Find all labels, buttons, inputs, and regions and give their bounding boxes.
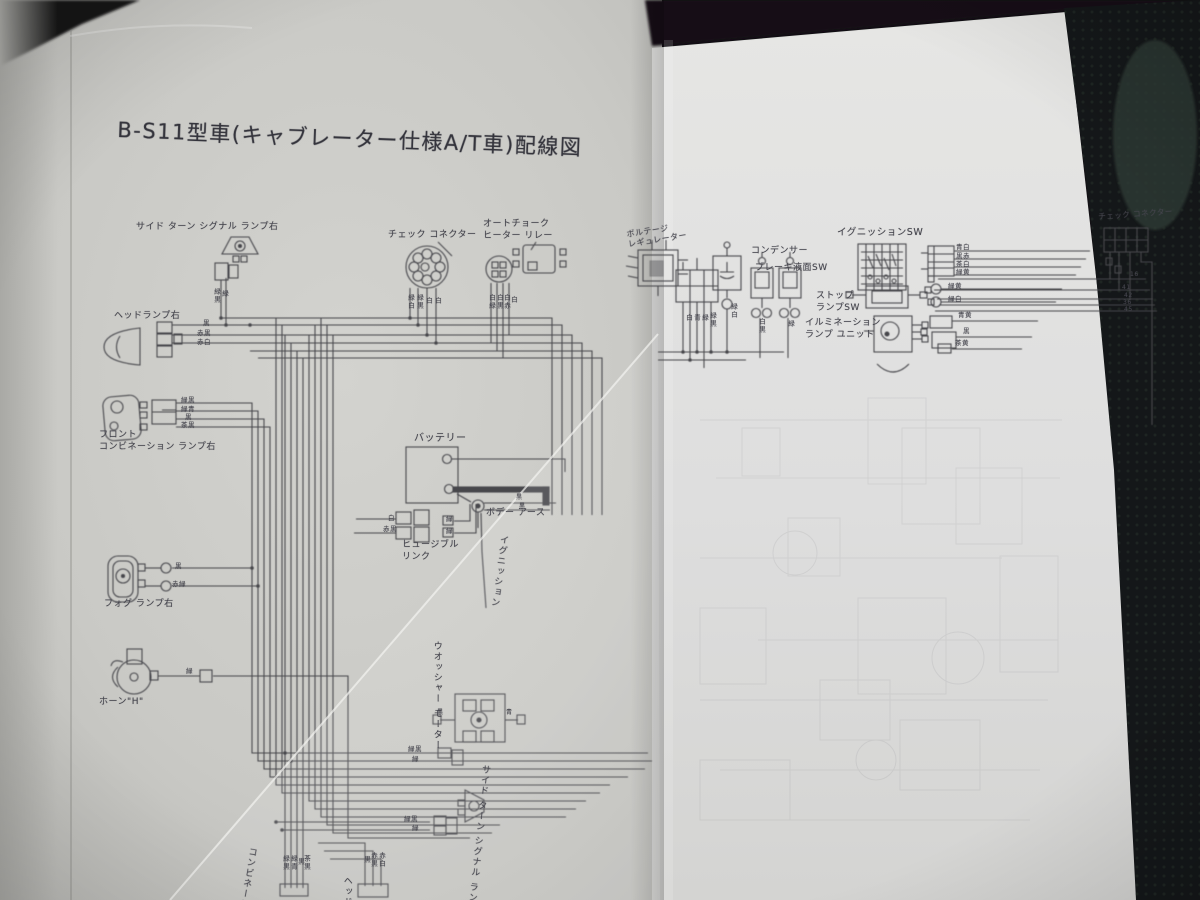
vignette	[0, 0, 1200, 900]
page-background	[0, 0, 1200, 900]
book-photo: B-S11型車(キャブレーター仕様A/T車)配線図 サイド ターン シグナル ラ…	[0, 0, 1200, 900]
